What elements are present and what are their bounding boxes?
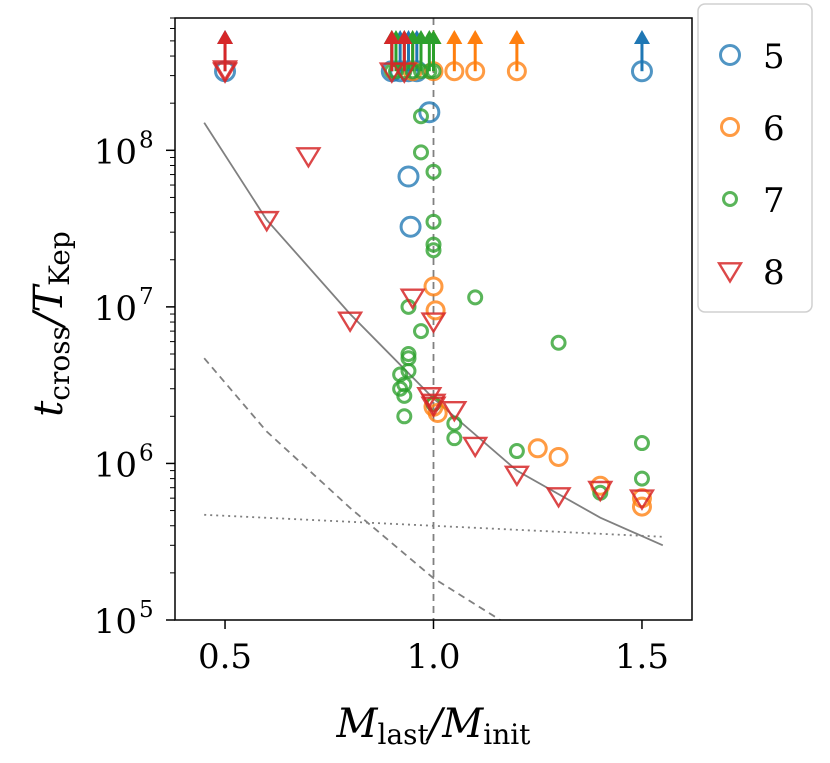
data-point: [527, 438, 548, 459]
data-point: [545, 487, 572, 509]
data-point: [425, 163, 442, 180]
lower-limit-arrow-head: [467, 30, 484, 44]
data-point: [397, 165, 420, 188]
data-point: [412, 323, 429, 340]
y-tick-exponent: 7: [139, 284, 154, 310]
data-point: [548, 446, 569, 467]
legend-label-5: 5: [763, 37, 785, 77]
label-subscript: init: [483, 718, 531, 751]
data-point: [508, 443, 525, 460]
series-7: [383, 30, 650, 501]
data-point: [441, 400, 468, 423]
axis-labels: tcross/TKep Mlast/Minit: [26, 231, 531, 751]
label-part: /T: [26, 283, 72, 330]
data-point: [587, 480, 614, 503]
lower-limit-arrow-head: [446, 30, 463, 44]
legend-box: [697, 3, 813, 313]
data-point: [420, 393, 447, 416]
y-tick-exponent: 6: [139, 440, 154, 466]
data-point: [396, 387, 413, 404]
data-point: [412, 108, 429, 125]
data-marks: [211, 30, 656, 517]
data-point: [295, 147, 322, 169]
data-point: [631, 496, 652, 517]
x-tick-label: 1.0: [406, 637, 460, 677]
lower-limit-arrow-head: [217, 30, 234, 44]
label-part: /M: [425, 701, 484, 747]
legend-marker-7: [722, 191, 738, 207]
y-tick-label: 10: [94, 445, 137, 485]
data-point: [400, 362, 417, 379]
data-point: [425, 236, 442, 253]
x-axis-label: Mlast/Minit: [336, 701, 532, 751]
data-point: [418, 101, 441, 124]
data-point: [550, 334, 567, 351]
data-point: [396, 408, 413, 425]
data-point: [399, 288, 426, 311]
legend: 5 6 7 8: [697, 3, 813, 313]
legend-marker-6: [720, 117, 740, 137]
x-tick-label: 0.5: [198, 637, 252, 677]
lower-limit-arrow-head: [396, 30, 413, 44]
data-point: [628, 489, 656, 511]
data-point: [446, 415, 463, 432]
data-point: [633, 470, 650, 487]
y-tick-exponent: 5: [139, 597, 154, 623]
legend-label-7: 7: [763, 181, 785, 221]
data-point: [420, 396, 447, 419]
series-6: [402, 30, 652, 517]
data-point: [633, 435, 650, 452]
lower-limit-arrow-head: [508, 30, 525, 44]
legend-marker-5: [719, 44, 741, 66]
y-axis-label: tcross/TKep: [26, 231, 76, 417]
dashed-curve: [203, 357, 501, 620]
lower-limit-arrow-head: [383, 30, 400, 44]
data-point: [337, 311, 364, 334]
data-point: [425, 242, 442, 259]
legend-label-6: 6: [763, 109, 785, 149]
x-tick-label: 1.5: [615, 637, 669, 677]
label-part: M: [336, 701, 379, 747]
series-8: [211, 30, 656, 511]
data-point: [467, 289, 484, 306]
y-tick-label: 10: [94, 132, 137, 172]
y-tick-label: 10: [94, 289, 137, 329]
data-point: [399, 215, 422, 238]
y-tick-exponent: 8: [139, 127, 154, 153]
label-subscript: cross: [43, 326, 76, 401]
lower-limit-arrow-head: [633, 30, 650, 44]
data-point: [446, 430, 463, 447]
data-point: [425, 213, 442, 230]
legend-label-8: 8: [763, 253, 785, 293]
data-point: [423, 276, 444, 297]
data-point: [412, 144, 429, 161]
label-subscript: last: [378, 718, 430, 751]
dotted-curve: [204, 513, 663, 538]
data-point: [425, 300, 446, 321]
data-point: [462, 436, 489, 459]
label-part: t: [26, 400, 72, 417]
lower-limit-arrow-head: [425, 30, 442, 44]
data-point: [503, 465, 530, 488]
legend-marker-8: [716, 262, 744, 284]
data-point: [420, 312, 447, 334]
y-tick-label: 10: [94, 602, 137, 642]
data-point: [253, 210, 280, 233]
label-subscript: Kep: [43, 231, 76, 286]
